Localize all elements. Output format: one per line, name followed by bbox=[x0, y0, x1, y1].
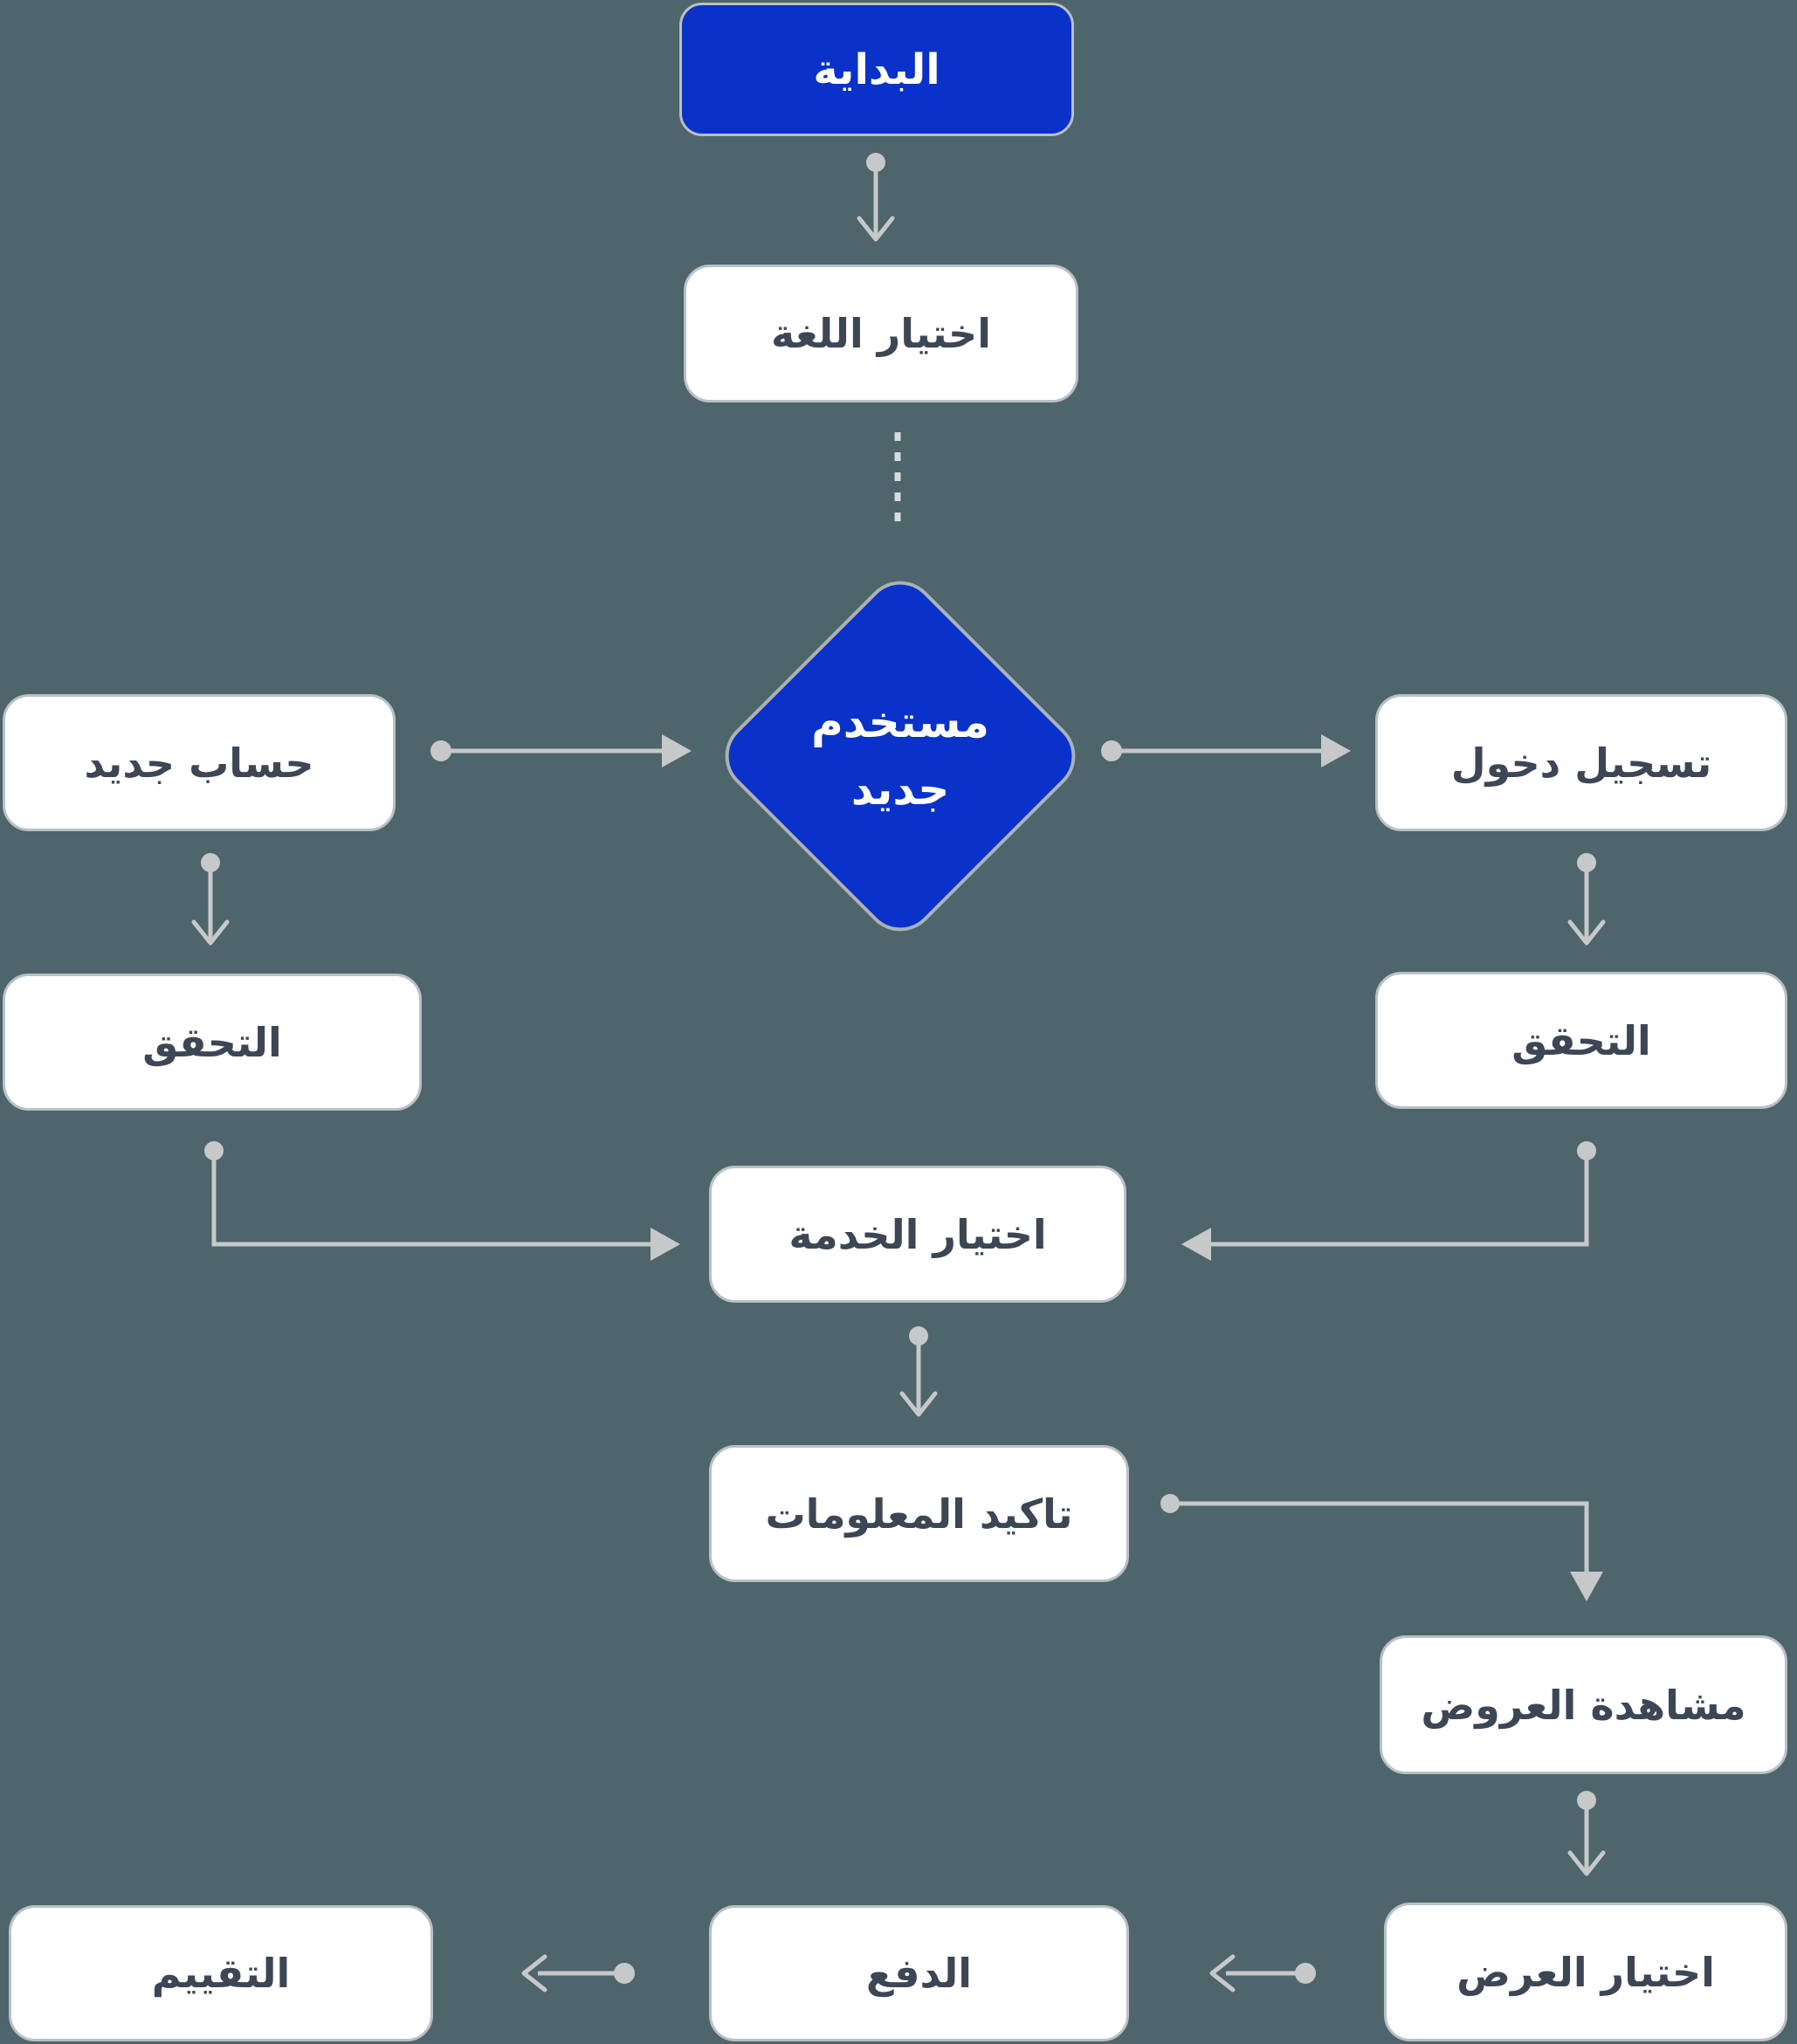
arrow-offers-to-choose-offer bbox=[1567, 1791, 1606, 1876]
arrow-login-to-verify bbox=[1567, 853, 1606, 946]
arrow-choose-offer-to-payment bbox=[1209, 1954, 1316, 1992]
node-rating: التقييم bbox=[9, 1905, 433, 2041]
node-choose-language: اختيار اللغة bbox=[684, 265, 1078, 403]
arrow-start-to-language bbox=[857, 153, 895, 242]
arrow-payment-to-rating bbox=[521, 1954, 635, 1992]
elbow-verify-left-to-service bbox=[204, 1141, 680, 1261]
node-choose-service: اختيار الخدمة bbox=[709, 1166, 1126, 1303]
elbow-verify-right-to-service bbox=[1181, 1141, 1596, 1261]
node-confirm-info: تاكيد المعلومات bbox=[709, 1445, 1129, 1582]
node-choose-offer: اختيار العرض bbox=[1384, 1903, 1787, 2041]
elbow-confirm-to-offers bbox=[1160, 1494, 1603, 1601]
node-view-offers: مشاهدة العروض bbox=[1380, 1635, 1787, 1774]
node-start: البداية bbox=[679, 3, 1074, 136]
arrow-service-to-confirm bbox=[899, 1326, 938, 1417]
arrow-account-to-verify bbox=[191, 853, 230, 946]
node-verify-right: التحقق bbox=[1375, 972, 1787, 1109]
arrow-decision-to-login bbox=[1101, 734, 1351, 767]
node-payment: الدفع bbox=[709, 1905, 1129, 2041]
decision-label-line1: مستخدم bbox=[811, 696, 989, 747]
node-login: تسجيل دخول bbox=[1375, 694, 1787, 831]
decision-label: مستخدم جديد bbox=[769, 625, 1031, 887]
decision-label-line2: جديد bbox=[850, 764, 950, 815]
node-new-account: حساب جديد bbox=[3, 694, 396, 831]
arrow-account-to-decision bbox=[430, 734, 692, 767]
node-verify-left: التحقق bbox=[3, 974, 422, 1111]
